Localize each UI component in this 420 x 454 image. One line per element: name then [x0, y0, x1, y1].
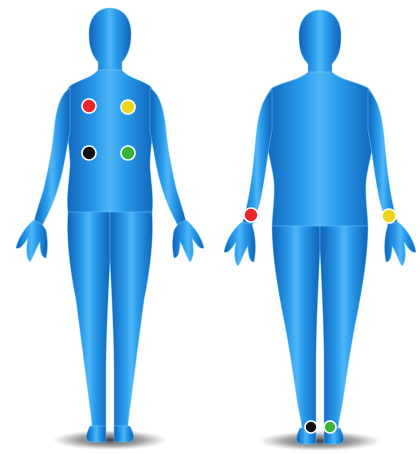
female-leg-right — [67, 212, 110, 428]
male-electrode-green — [324, 421, 336, 433]
female-foot-left — [114, 426, 134, 442]
female-foot-right — [86, 426, 106, 442]
male-arm-left — [368, 90, 398, 226]
male-electrode-black — [305, 421, 317, 433]
male-head — [299, 10, 341, 74]
female-figure — [16, 8, 204, 450]
male-arm-right — [242, 90, 272, 226]
female-head — [89, 8, 131, 72]
male-leg-right — [272, 226, 320, 430]
male-electrode-yellow — [382, 209, 396, 223]
female-hand-left — [173, 220, 205, 262]
female-electrode-black — [82, 146, 96, 160]
male-torso — [263, 72, 376, 228]
female-electrode-green — [121, 146, 135, 160]
female-leg-left — [110, 212, 153, 428]
female-arm-left — [150, 88, 186, 226]
female-floor-shadow — [52, 430, 168, 450]
male-electrode-red — [244, 208, 258, 222]
female-torso — [65, 70, 155, 214]
male-leg-left — [320, 226, 368, 430]
male-figure — [224, 10, 416, 451]
male-hand-left — [385, 222, 417, 266]
male-floor-shadow — [258, 431, 382, 451]
male-hand-right — [224, 222, 256, 266]
female-electrode-red — [82, 99, 96, 113]
female-electrode-yellow — [121, 100, 135, 114]
female-arm-right — [34, 88, 70, 226]
female-hand-right — [16, 220, 48, 262]
